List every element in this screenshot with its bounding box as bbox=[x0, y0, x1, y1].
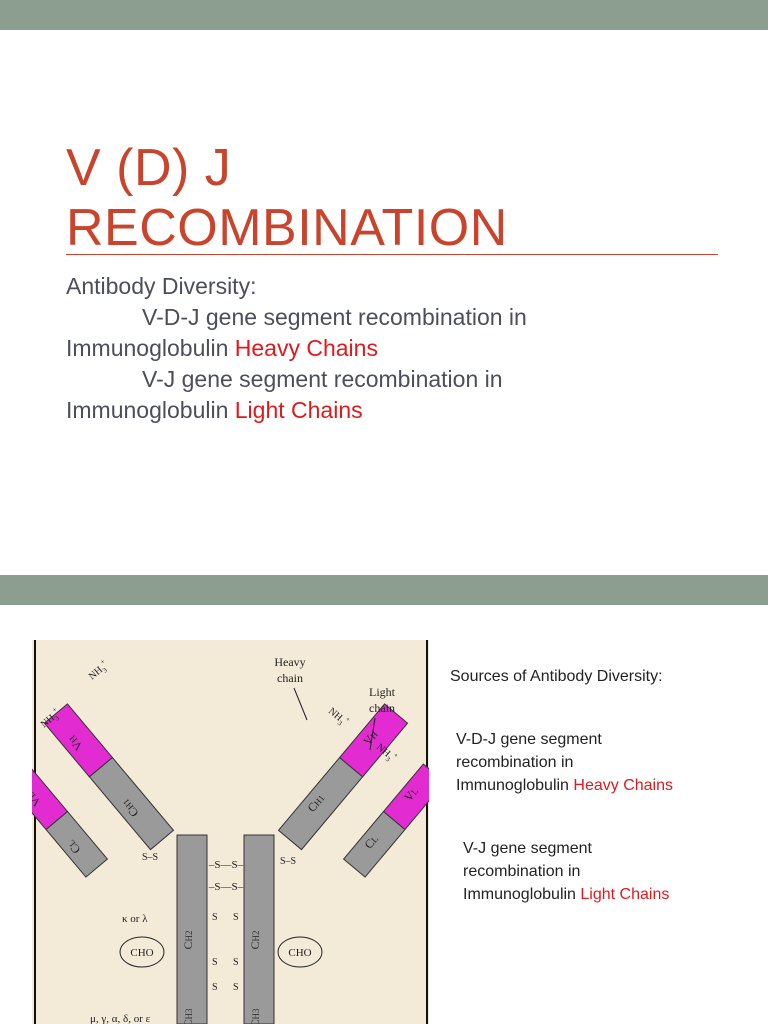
intro-line: Antibody Diversity: bbox=[66, 273, 257, 299]
heavy-isotypes-label: μ, γ, α, δ, or ε bbox=[90, 1013, 151, 1024]
heavy-note-prefix: Immunoglobulin bbox=[456, 777, 574, 794]
right-ch2-label: CH2 bbox=[248, 930, 262, 949]
heavy-note-line-2: recombination in bbox=[456, 754, 574, 771]
right-cl-domain bbox=[342, 810, 406, 878]
left-cl-domain bbox=[45, 810, 109, 878]
slide-divider-bar bbox=[0, 575, 768, 605]
light-chain-label-1: Light bbox=[369, 685, 396, 699]
right-interchain-ss: S–S bbox=[280, 856, 296, 867]
left-heavy-stem bbox=[176, 834, 208, 1024]
heavy-line-2: Immunoglobulin Heavy Chains bbox=[66, 333, 527, 364]
light-line-2: Immunoglobulin Light Chains bbox=[66, 395, 527, 426]
sources-heading: Sources of Antibody Diversity: bbox=[450, 668, 663, 685]
right-light-arm: VL CL bbox=[342, 763, 429, 878]
hinge-s-right-2: S bbox=[233, 957, 239, 968]
title-underline bbox=[66, 254, 718, 255]
left-ch3-label: CH3 bbox=[181, 1008, 195, 1024]
hinge-s-left-2: S bbox=[212, 957, 218, 968]
heavy-chain-label-2: chain bbox=[277, 671, 303, 685]
light-chains-highlight: Light Chains bbox=[234, 397, 363, 423]
slide-body-text: Antibody Diversity: V-D-J gene segment r… bbox=[66, 271, 527, 426]
heavy-chain-pointer bbox=[293, 687, 308, 721]
slide-title-line-1: V (D) J bbox=[66, 139, 232, 197]
light-note-prefix: Immunoglobulin bbox=[463, 886, 581, 903]
heavy-note-line-3: Immunoglobulin Heavy Chains bbox=[456, 774, 756, 797]
right-cho-circle bbox=[277, 936, 323, 968]
light-note-line-3: Immunoglobulin Light Chains bbox=[463, 883, 763, 906]
right-ch3-label: CH3 bbox=[248, 1008, 262, 1024]
light-note-highlight: Light Chains bbox=[580, 886, 670, 903]
left-ch1-domain bbox=[88, 756, 175, 851]
left-heavy-arm: VH CH1 bbox=[43, 703, 175, 851]
left-vl-label: VL bbox=[32, 789, 44, 809]
left-interchain-ss: S–S bbox=[142, 852, 158, 863]
heavy-chain-label-1: Heavy bbox=[274, 655, 305, 669]
kappa-lambda-label: κ or λ bbox=[122, 913, 148, 925]
diagram-slide: CH2 CH2 CH3 CH3 –S—S– –S—S– S S S S S S … bbox=[0, 605, 768, 1024]
hinge-s-left-1: S bbox=[212, 912, 218, 923]
title-slide: V (D) J RECOMBINATION bbox=[0, 30, 768, 575]
light-line-2-prefix: Immunoglobulin bbox=[66, 397, 235, 423]
light-chain-label-2: chain bbox=[369, 701, 395, 715]
left-cho-label: CHO bbox=[130, 947, 153, 959]
heavy-note-line-1: V-D-J gene segment bbox=[456, 731, 602, 748]
heavy-line-1: V-D-J gene segment recombination in bbox=[142, 304, 527, 330]
light-note-line-2: recombination in bbox=[463, 863, 581, 880]
heavy-note-highlight: Heavy Chains bbox=[573, 777, 674, 794]
antibody-structure-diagram: CH2 CH2 CH3 CH3 –S—S– –S—S– S S S S S S … bbox=[32, 640, 429, 1024]
right-heavy-arm: VH CH1 bbox=[277, 703, 409, 851]
left-cho-circle bbox=[119, 936, 165, 968]
slide-title-line-2: RECOMBINATION bbox=[66, 199, 508, 257]
antibody-diagram-svg: CH2 CH2 CH3 CH3 –S—S– –S—S– S S S S S S … bbox=[32, 640, 429, 1024]
right-heavy-stem bbox=[243, 834, 275, 1024]
hinge-s-right-3: S bbox=[233, 982, 239, 993]
left-ch2-label: CH2 bbox=[181, 930, 195, 949]
light-chain-note: V-J gene segment recombination in Immuno… bbox=[463, 837, 763, 906]
hinge-s-left-3: S bbox=[212, 982, 218, 993]
hinge-disulfide-1: –S—S– bbox=[208, 859, 244, 871]
slide-divider-bar bbox=[0, 0, 768, 30]
right-cho-label: CHO bbox=[288, 947, 311, 959]
slide-title: V (D) J RECOMBINATION bbox=[66, 138, 508, 258]
heavy-line-2-prefix: Immunoglobulin bbox=[66, 335, 235, 361]
right-ch1-domain bbox=[277, 756, 364, 851]
left-light-arm: VL CL bbox=[32, 763, 109, 878]
light-chain-pointer bbox=[369, 717, 376, 751]
light-line-1: V-J gene segment recombination in bbox=[142, 366, 503, 392]
heavy-chains-highlight: Heavy Chains bbox=[234, 335, 378, 361]
hinge-s-right-1: S bbox=[233, 912, 239, 923]
light-note-line-1: V-J gene segment bbox=[463, 840, 592, 857]
diagram-background bbox=[32, 640, 429, 1024]
hinge-disulfide-2: –S—S– bbox=[208, 881, 244, 893]
heavy-chain-note: V-D-J gene segment recombination in Immu… bbox=[456, 728, 756, 797]
